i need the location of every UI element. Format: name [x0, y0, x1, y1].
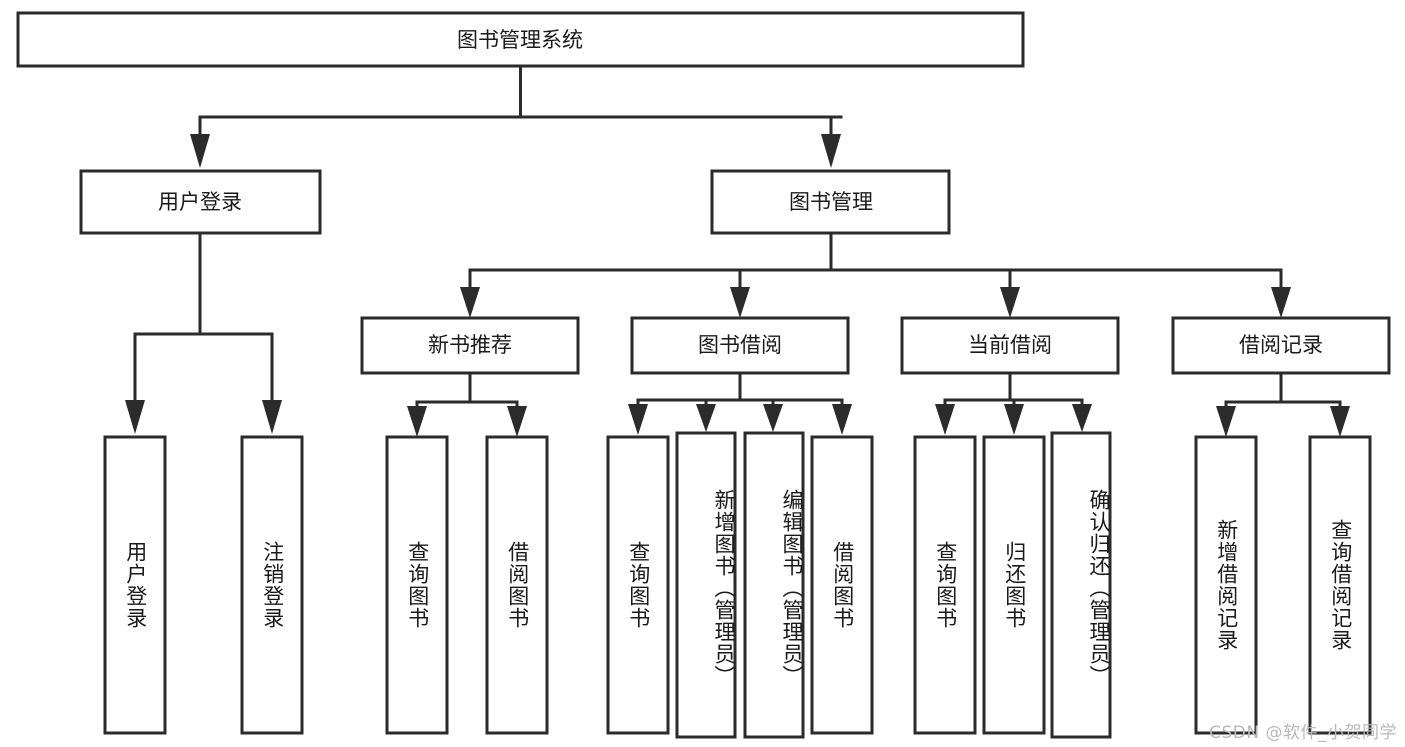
leaf-box-logout[interactable]	[240, 435, 304, 735]
node-current-borrow-box[interactable]	[900, 316, 1120, 375]
leaf-box-query-book-c[interactable]	[913, 435, 977, 735]
leaf-box-query-book-b[interactable]	[606, 435, 670, 735]
node-book-management-box[interactable]	[710, 169, 951, 235]
node-book-borrow-box[interactable]	[630, 316, 850, 375]
node-borrow-record-label: 借阅记录	[1239, 333, 1323, 357]
arrow-icon	[1271, 287, 1291, 318]
leaf-box-borrow-book-b[interactable]	[810, 435, 874, 735]
node-root-label: 图书管理系统	[457, 28, 583, 52]
arrow-icon	[460, 287, 480, 318]
connector-newbook-to-leaves	[407, 371, 527, 437]
leaf-box-query-record[interactable]	[1308, 435, 1372, 735]
arrow-icon	[696, 404, 716, 432]
node-borrow-record[interactable]: 借阅记录	[1171, 316, 1391, 375]
node-book-management[interactable]: 图书管理	[710, 169, 951, 235]
node-root-box[interactable]	[16, 11, 1025, 68]
connector-currentborrow-to-leaves	[935, 371, 1092, 435]
arrow-icon	[1072, 404, 1092, 432]
arrow-icon	[935, 404, 955, 435]
node-new-book-recommend-box[interactable]	[360, 316, 580, 375]
connector-userlogin-to-leaves	[125, 231, 282, 434]
leaf-box-edit-book[interactable]	[743, 431, 805, 739]
arrow-icon	[1000, 287, 1020, 318]
node-borrow-record-box[interactable]	[1171, 316, 1391, 375]
node-book-management-label: 图书管理	[789, 190, 873, 214]
arrow-icon	[832, 404, 852, 435]
arrow-icon	[125, 400, 145, 434]
arrow-icon	[262, 400, 282, 434]
arrow-icon	[1330, 406, 1350, 437]
arrow-icon	[1216, 406, 1236, 437]
connector-borrowrecord-to-leaves	[1216, 371, 1350, 437]
leaf-box-add-record[interactable]	[1194, 435, 1258, 735]
leaf-box-borrow-book-a[interactable]	[485, 435, 549, 735]
node-current-borrow-label: 当前借阅	[968, 333, 1052, 357]
node-new-book-recommend[interactable]: 新书推荐	[360, 316, 580, 375]
arrow-icon	[821, 134, 841, 168]
connector-bookmgmt-to-level3	[460, 231, 1291, 318]
node-book-borrow[interactable]: 图书借阅	[630, 316, 850, 375]
arrow-icon	[507, 406, 527, 437]
connector-root-to-level2	[190, 64, 843, 168]
arrow-icon	[190, 134, 210, 168]
arrow-icon	[407, 406, 427, 437]
leaf-box-confirm-return[interactable]	[1050, 431, 1112, 739]
leaf-box-query-book-a[interactable]	[385, 435, 449, 735]
leaf-box-user-login[interactable]	[103, 435, 167, 735]
leaf-box-add-book[interactable]	[675, 431, 737, 739]
watermark-text: CSDN @软件_小贺同学	[1209, 723, 1397, 743]
node-current-borrow[interactable]: 当前借阅	[900, 316, 1120, 375]
node-root[interactable]: 图书管理系统	[16, 11, 1025, 68]
arrow-icon	[1004, 404, 1024, 435]
node-user-login-box[interactable]	[79, 169, 322, 235]
arrow-icon	[628, 404, 648, 435]
node-new-book-recommend-label: 新书推荐	[428, 333, 512, 357]
arrow-icon	[763, 404, 783, 432]
arrow-icon	[730, 287, 750, 318]
leaf-box-return-book[interactable]	[982, 435, 1046, 735]
node-book-borrow-label: 图书借阅	[698, 333, 782, 357]
connector-borrowbook-to-leaves	[628, 371, 852, 435]
node-user-login-label: 用户登录	[158, 190, 242, 214]
node-user-login[interactable]: 用户登录	[79, 169, 322, 235]
